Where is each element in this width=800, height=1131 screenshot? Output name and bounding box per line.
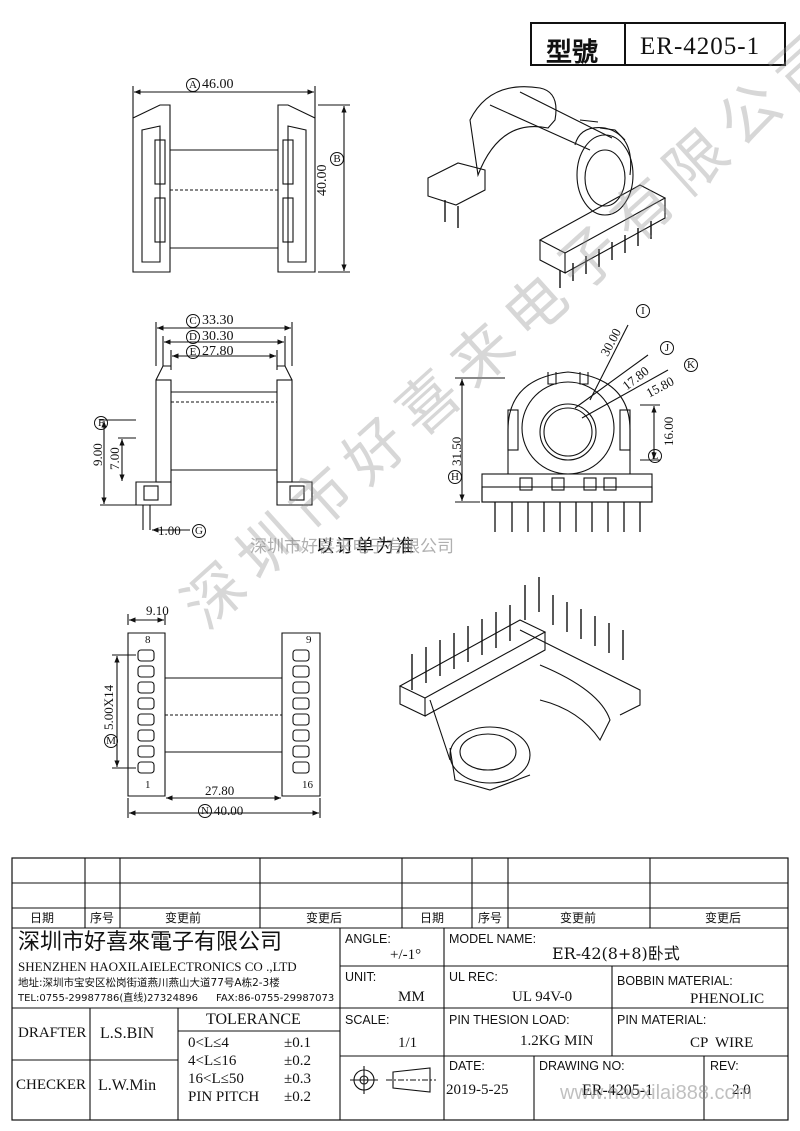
bobbin-material-value: PHENOLIC xyxy=(690,991,765,1007)
stamp-order-note: 以订单为准 xyxy=(316,536,416,557)
tolerance-range-1: 0<L≤4 xyxy=(188,1035,229,1051)
dim-m: 5.00X14 xyxy=(101,684,116,730)
tolerance-value-1: ±0.1 xyxy=(284,1035,311,1051)
checker-name: L.W.Min xyxy=(98,1077,157,1094)
tolerance-value-4: ±0.2 xyxy=(284,1089,311,1105)
watermark-company-small: 深圳市好喜来电子有限公司 xyxy=(250,537,454,557)
dim-letter-m: M xyxy=(104,734,118,748)
dim-letter-e: E xyxy=(186,345,200,359)
dim-letter-b: B xyxy=(330,152,344,166)
rev-value: 2.0 xyxy=(732,1082,751,1098)
dim-letter-i: I xyxy=(636,304,650,318)
rev-header-no-2: 序号 xyxy=(478,911,503,925)
drafter-name: L.S.BIN xyxy=(100,1025,155,1042)
pin-load-value: 1.2KG MIN xyxy=(520,1033,594,1049)
rev-label: REV: xyxy=(710,1059,739,1073)
pin-label-right-bottom: 16 xyxy=(302,779,313,791)
tolerance-value-2: ±0.2 xyxy=(284,1053,311,1069)
company-address: 地址:深圳市宝安区松岗街道燕川燕山大道77号A栋2-3楼 xyxy=(18,977,280,989)
bottom-view xyxy=(112,614,321,818)
dim-e: 27.80 xyxy=(202,344,234,359)
rev-header-date-1: 日期 xyxy=(30,911,55,925)
projection-symbol xyxy=(350,1066,436,1094)
tolerance-title: TOLERANCE xyxy=(206,1011,301,1028)
angle-value: +/-1° xyxy=(390,947,422,963)
pin-load-label: PIN THESION LOAD: xyxy=(449,1013,570,1027)
model-title-box: 型號 ER-4205-1 xyxy=(530,22,786,68)
dim-b: 40.00 xyxy=(315,164,330,197)
dim-base-top: 9.10 xyxy=(146,603,169,618)
dim-letter-h: H xyxy=(448,470,462,484)
dim-g: 1.00 xyxy=(158,523,181,538)
dim-letter-n: N xyxy=(198,804,212,818)
date-value: 2019-5-25 xyxy=(446,1082,509,1098)
tolerance-range-2: 4<L≤16 xyxy=(188,1053,237,1069)
dim-c: 33.30 xyxy=(202,313,234,328)
watermark-website: www.haoxilai888.com xyxy=(560,1082,753,1104)
scale-label: SCALE: xyxy=(345,1013,390,1027)
pin-label-left-top: 8 xyxy=(145,634,151,646)
angle-label: ANGLE: xyxy=(345,932,391,946)
dim-base-width: 27.80 xyxy=(205,783,235,798)
dim-letter-c: C xyxy=(186,314,200,328)
dim-letter-g: G xyxy=(192,524,206,538)
company-tel: TEL:0755-29987786(直线)27324896 xyxy=(18,993,199,1004)
dim-letter-l: L xyxy=(648,449,662,463)
dim-letter-d: D xyxy=(186,330,200,344)
rev-header-before-1: 变更前 xyxy=(165,911,202,925)
tolerance-range-3: 16<L≤50 xyxy=(188,1071,244,1087)
dim-d: 30.30 xyxy=(202,329,234,344)
dim-letter-k: K xyxy=(684,358,698,372)
unit-label: UNIT: xyxy=(345,970,377,984)
tolerance-value-3: ±0.3 xyxy=(284,1071,311,1087)
rev-header-after-1: 变更后 xyxy=(306,911,343,925)
drawing-no-value: ER-4205-1 xyxy=(582,1082,654,1099)
bobbin-material-label: BOBBIN MATERIAL: xyxy=(617,974,733,988)
dim-seven: 7.00 xyxy=(107,447,122,470)
iso-view-bottom xyxy=(398,577,641,791)
model-code: ER-4205-1 xyxy=(640,33,761,60)
model-kind-label: 型號 xyxy=(546,38,599,68)
dim-n: 40.00 xyxy=(214,803,244,818)
dim-letter-f: F xyxy=(94,416,108,430)
title-block-grid xyxy=(12,858,788,1120)
date-label: DATE: xyxy=(449,1059,485,1073)
pin-label-left-bottom: 1 xyxy=(145,779,151,791)
model-name-value: ER-42(8+8)卧式 xyxy=(552,944,680,963)
rev-header-after-2: 变更后 xyxy=(705,911,742,925)
checker-label: CHECKER xyxy=(16,1077,87,1093)
rev-header-no-1: 序号 xyxy=(90,911,115,925)
dim-a: 46.00 xyxy=(202,77,234,92)
pin-material-label: PIN MATERIAL: xyxy=(617,1013,707,1027)
top-view xyxy=(132,86,350,273)
model-name-label: MODEL NAME: xyxy=(449,932,537,946)
pin-label-right-top: 9 xyxy=(306,634,312,646)
company-fax: FAX:86-0755-29987073 xyxy=(216,993,335,1004)
pin-material-value: CP WIRE xyxy=(690,1035,754,1051)
unit-value: MM xyxy=(398,989,425,1005)
dim-h: 31.50 xyxy=(449,436,464,466)
side-view xyxy=(455,324,669,532)
scale-value: 1/1 xyxy=(398,1035,418,1051)
company-name-en: SHENZHEN HAOXILAIELECTRONICS CO .,LTD xyxy=(18,959,297,974)
ul-value: UL 94V-0 xyxy=(512,989,573,1005)
dim-f: 9.00 xyxy=(90,443,105,466)
drafter-label: DRAFTER xyxy=(18,1025,87,1041)
dim-letter-j: J xyxy=(660,341,674,355)
rev-header-date-2: 日期 xyxy=(420,911,445,925)
dim-letter-a: A xyxy=(186,78,200,92)
drawing-no-label: DRAWING NO: xyxy=(539,1059,625,1073)
ul-label: UL REC: xyxy=(449,970,498,984)
tolerance-range-4: PIN PITCH xyxy=(188,1089,260,1105)
dim-l: 16.00 xyxy=(661,416,676,446)
rev-header-before-2: 变更前 xyxy=(560,911,597,925)
iso-view-top xyxy=(427,86,667,288)
company-name-cn: 深圳市好喜來電子有限公司 xyxy=(18,930,283,955)
